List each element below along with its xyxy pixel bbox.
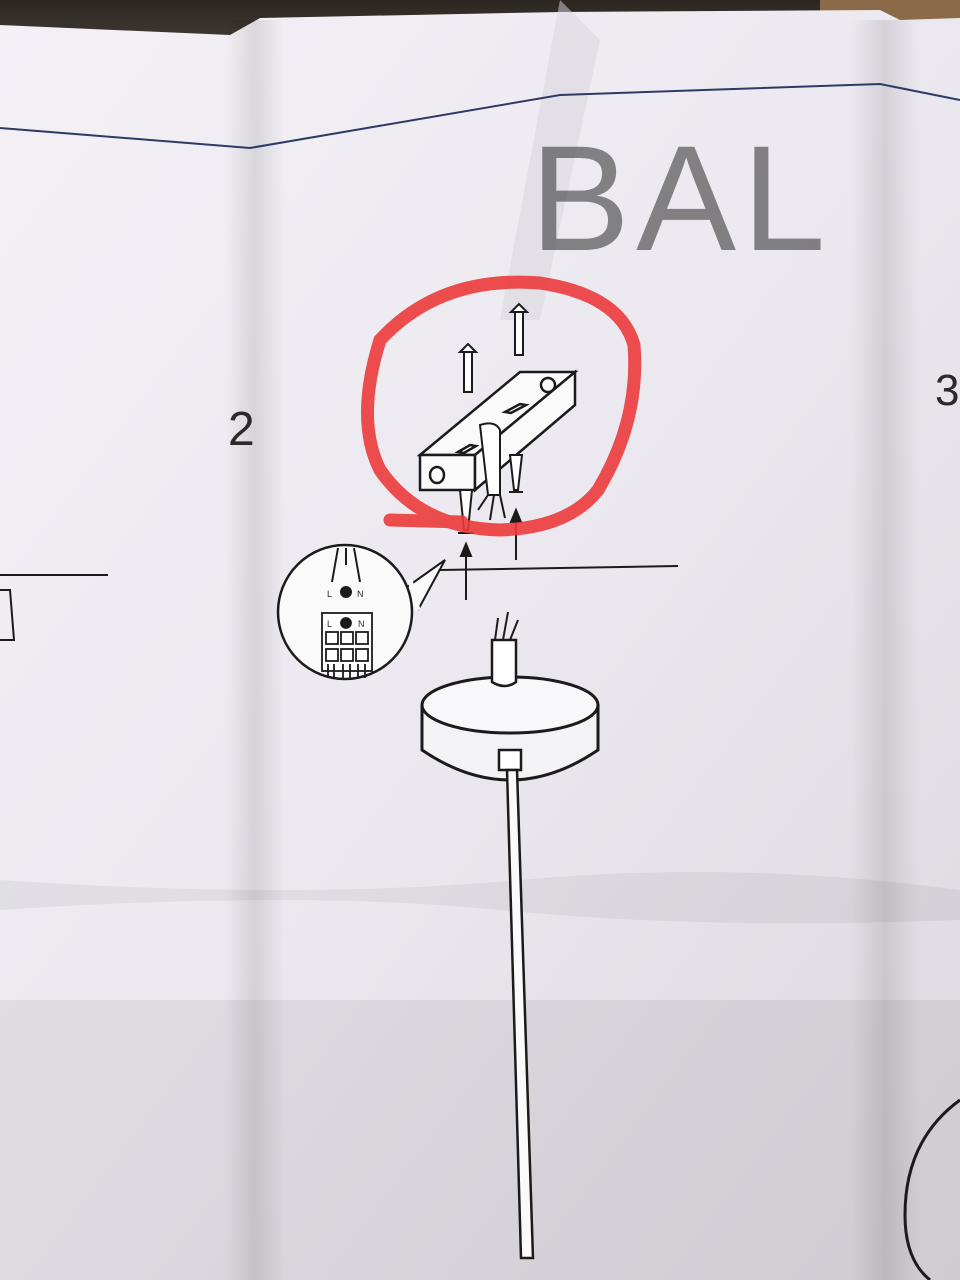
next-step-shade-fragment <box>903 1098 960 1280</box>
terminal-label-live: L <box>327 619 332 629</box>
terminal-block-icon <box>321 612 373 678</box>
wire-ends-icon <box>331 547 361 598</box>
wire-label-neutral: N <box>357 589 364 599</box>
mains-cable-icon <box>477 422 506 521</box>
bottom-shadow <box>0 1000 960 1280</box>
ceiling-line <box>439 565 679 571</box>
watermark-text: BAL <box>530 114 832 282</box>
wall-plug-icon <box>457 302 530 393</box>
vertical-fold-right <box>850 20 920 1280</box>
horizontal-fold <box>0 872 960 924</box>
light-streak <box>500 0 600 320</box>
wiring-detail-callout: L N L N <box>276 543 446 681</box>
header-rule <box>0 82 960 150</box>
pendant-rod-icon <box>505 768 535 1260</box>
ceiling-canopy-icon <box>420 611 600 782</box>
wire-label-live: L <box>327 589 332 599</box>
step-number: 2 <box>228 403 255 456</box>
next-step-number: 3 <box>935 366 959 415</box>
direction-arrows <box>459 507 523 600</box>
previous-step-fragment <box>0 589 16 641</box>
vertical-fold <box>225 20 285 1280</box>
terminal-label-neutral: N <box>358 619 365 629</box>
marker-highlight <box>361 275 642 537</box>
